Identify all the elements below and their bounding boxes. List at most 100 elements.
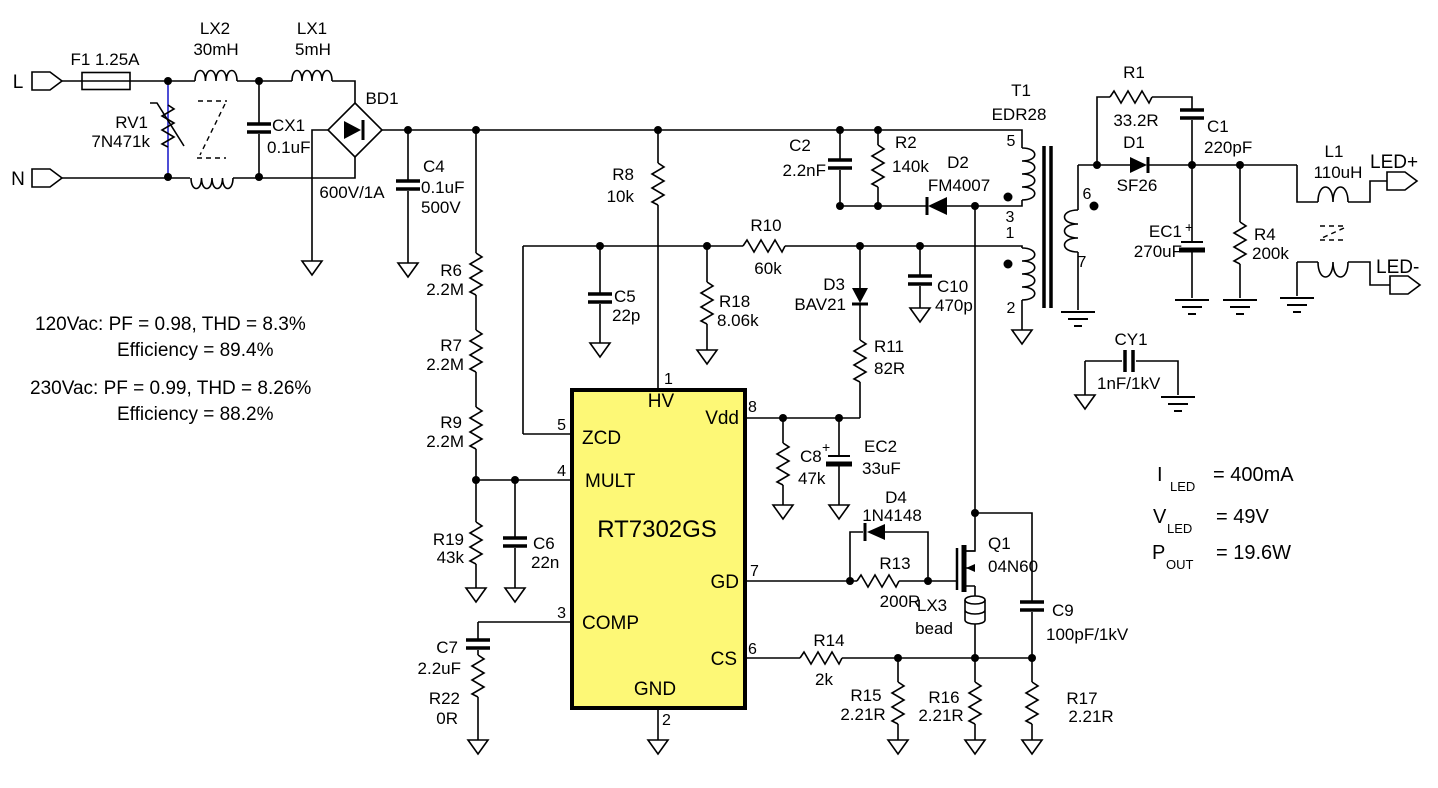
t1-aux-polarity-dot <box>1003 259 1013 269</box>
d1-val-label: SF26 <box>1117 176 1158 195</box>
d2-val-label: FM4007 <box>928 176 990 195</box>
t1-pin7-label: 7 <box>1078 254 1087 271</box>
mosfet-q1: Q1 04N60 <box>955 534 1038 592</box>
r8-val-label: 10k <box>607 187 635 206</box>
capacitor-c4: C4 0.1uF 500V <box>394 157 464 217</box>
d4-ref-label: D4 <box>885 488 907 507</box>
ec2-plus-sign: + <box>822 439 830 455</box>
r11-val-label: 82R <box>874 359 905 378</box>
r6-val-label: 2.2M <box>426 280 464 299</box>
ic-pin-comp-label: COMP <box>582 613 639 634</box>
r18-ref-label: R18 <box>719 292 750 311</box>
earth-ground-symbols <box>1060 297 1315 412</box>
ic-pin-cs-label: CS <box>711 649 737 670</box>
r19-ref-label: R19 <box>433 530 464 549</box>
ec1-val-label: 270uF <box>1134 242 1182 261</box>
ec1-ref-label: EC1 <box>1149 222 1182 241</box>
d3-ref-label: D3 <box>823 275 845 294</box>
capacitor-ec1: EC1 + 270uF <box>1134 219 1205 261</box>
spec-230vac-eff: Efficiency = 88.2% <box>117 404 274 425</box>
t1-pin2-label: 2 <box>1007 300 1016 317</box>
capacitor-c6: C6 22n <box>501 534 559 572</box>
resistor-r17: R17 2.21R <box>1025 681 1114 726</box>
diode-d1: D1 SF26 <box>1117 133 1158 195</box>
c9-ref-label: C9 <box>1052 601 1074 620</box>
spec-vled-val: = 49V <box>1216 506 1269 528</box>
c5-val-label: 22p <box>612 306 640 325</box>
c1-val-label: 220pF <box>1204 138 1252 157</box>
bridge-bd1: BD1 600V/1A <box>319 89 398 202</box>
resistor-r1: R1 33.2R <box>1109 63 1159 130</box>
performance-specs-left: 120Vac: PF = 0.98, THD = 8.3% Efficiency… <box>30 314 311 425</box>
ic-pin-gd-label: GD <box>711 572 740 593</box>
capacitor-ec2: + EC2 33uF <box>822 437 901 478</box>
diode-d3: D3 BAV21 <box>794 275 868 314</box>
ic-pin-hv-label: HV <box>648 391 675 412</box>
resistor-c8: C8 47k <box>776 442 826 488</box>
c8-ref-label: C8 <box>800 447 822 466</box>
spec-vled-sym: V <box>1153 506 1167 528</box>
r9-ref-label: R9 <box>440 413 462 432</box>
diode-d2: D2 FM4007 <box>925 153 990 215</box>
resistor-r4: R4 200k <box>1233 221 1289 265</box>
r15-ref-label: R15 <box>850 686 881 705</box>
ic-pin5-number: 5 <box>557 417 566 434</box>
r10-val-label: 60k <box>754 259 782 278</box>
choke-lx2: LX2 30mH <box>190 19 239 190</box>
capacitor-cx1: CX1 0.1uF <box>245 116 310 157</box>
line-terminal-label: L <box>13 72 24 93</box>
lx1-val-label: 5mH <box>295 40 331 59</box>
terminal-neutral: N <box>11 168 63 190</box>
capacitor-c2: C2 2.2nF <box>783 136 854 180</box>
ic-pin-gnd-label: GND <box>634 679 676 700</box>
r18-val-label: 8.06k <box>717 311 759 330</box>
spec-pout-sym: P <box>1152 542 1165 564</box>
capacitor-c1: C1 220pF <box>1178 108 1252 157</box>
output-specs-right: I LED = 400mA V LED = 49V P OUT = 19.6W <box>1152 464 1294 572</box>
r1-val-label: 33.2R <box>1113 111 1158 130</box>
r4-val-label: 200k <box>1252 244 1289 263</box>
t1-ref-label: T1 <box>1011 81 1031 100</box>
q1-ref-label: Q1 <box>988 534 1011 553</box>
r13-val-label: 200R <box>880 592 921 611</box>
spec-iled-sub: LED <box>1170 479 1195 494</box>
ic-pin1-number: 1 <box>664 371 673 388</box>
c4-val-label: 0.1uF <box>421 178 464 197</box>
r11-ref-label: R11 <box>874 337 904 356</box>
r7-val-label: 2.2M <box>426 355 464 374</box>
resistor-r7: R7 2.2M <box>426 329 483 374</box>
r19-val-label: 43k <box>437 548 465 567</box>
q1-val-label: 04N60 <box>988 557 1038 576</box>
c6-ref-label: C6 <box>533 534 555 553</box>
terminal-line: L <box>13 71 63 93</box>
led-pos-label: LED+ <box>1370 152 1418 173</box>
resistor-r16: R16 2.21R <box>918 681 982 725</box>
c9-val-label: 100pF/1kV <box>1046 625 1129 644</box>
resistor-r15: R15 2.21R <box>840 681 905 725</box>
lx1-ref-label: LX1 <box>297 19 327 38</box>
t1-pin1-label: 1 <box>1006 225 1015 242</box>
r10-ref-label: R10 <box>750 216 781 235</box>
ic-pin6-number: 6 <box>748 641 757 658</box>
r6-ref-label: R6 <box>440 261 462 280</box>
cx1-ref-label: CX1 <box>272 116 305 135</box>
r16-ref-label: R16 <box>928 688 959 707</box>
capacitor-c7: C7 2.2uF <box>418 638 492 678</box>
cx1-val-label: 0.1uF <box>267 138 310 157</box>
c10-ref-label: C10 <box>937 277 968 296</box>
rv1-val-label: 7N471k <box>91 132 150 151</box>
r9-val-label: 2.2M <box>426 432 464 451</box>
t1-primary-polarity-dot <box>1003 192 1013 202</box>
ec2-val-label: 33uF <box>862 459 901 478</box>
r4-ref-label: R4 <box>1254 225 1276 244</box>
resistor-r9: R9 2.2M <box>426 406 483 451</box>
ic-pin4-number: 4 <box>557 463 566 480</box>
c6-val-label: 22n <box>531 553 559 572</box>
ic-pin-vdd-label: Vdd <box>705 408 739 429</box>
ic-part-label: RT7302GS <box>597 516 717 543</box>
choke-l1: L1 110uH <box>1314 142 1362 278</box>
c2-ref-label: C2 <box>789 136 811 155</box>
ic-rt7302gs: RT7302GS HV ZCD MULT COMP Vdd GD CS GND … <box>557 371 759 729</box>
cy1-ref-label: CY1 <box>1114 330 1147 349</box>
spec-230vac: 230Vac: PF = 0.99, THD = 8.26% <box>30 378 311 399</box>
